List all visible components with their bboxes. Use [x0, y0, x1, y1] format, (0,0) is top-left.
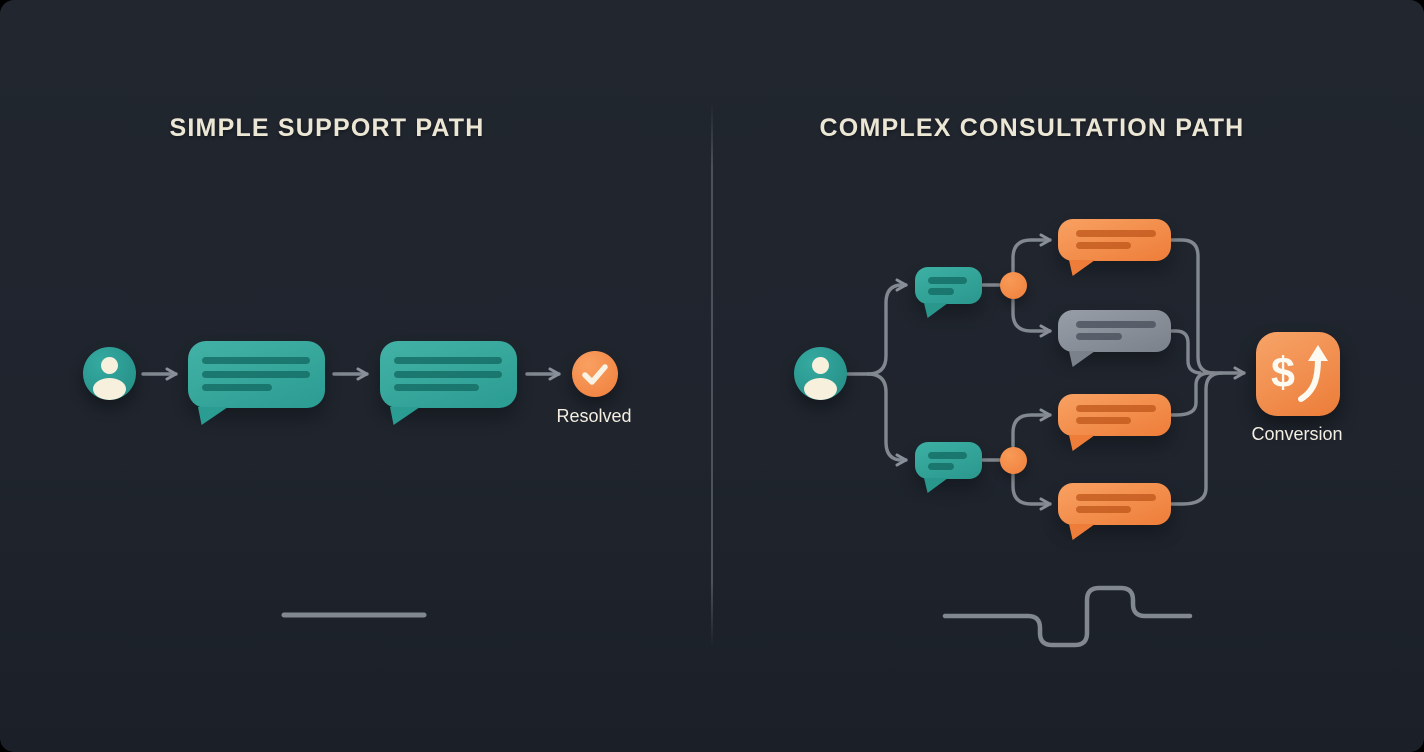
connector-arrow	[1011, 472, 1052, 511]
user-icon	[812, 357, 829, 374]
left-panel-title: SIMPLE SUPPORT PATH	[169, 114, 485, 142]
user-avatar	[83, 347, 136, 400]
check-icon	[582, 364, 608, 385]
dollar-sign: $	[1271, 349, 1295, 397]
text-line	[394, 384, 479, 391]
text-line	[394, 357, 502, 364]
user-avatar	[794, 347, 847, 400]
text-line	[202, 384, 272, 391]
connector-arrow	[1011, 408, 1052, 448]
text-line	[928, 277, 967, 284]
connector-arrow	[1011, 233, 1052, 274]
conversion-badge: $	[1256, 332, 1340, 416]
right-flow-connectors	[845, 233, 1246, 511]
connector-arrow	[866, 372, 908, 467]
text-line	[1076, 494, 1156, 501]
text-line	[1076, 506, 1131, 513]
growth-arrow-icon	[1298, 345, 1328, 402]
text-line	[1076, 242, 1131, 249]
connector-arrow	[1011, 298, 1052, 338]
panel-divider	[711, 103, 713, 647]
connector	[1168, 238, 1216, 375]
text-line	[928, 463, 954, 470]
right-panel-title: COMPLEX CONSULTATION PATH	[819, 114, 1245, 142]
chat-bubble-gray	[1058, 310, 1171, 367]
connector	[1170, 329, 1202, 375]
chat-bubble-orange	[1058, 394, 1171, 451]
decision-dot	[1000, 447, 1027, 474]
user-icon-body	[93, 378, 126, 400]
text-line	[1076, 417, 1131, 424]
resolved-label: Resolved	[556, 406, 632, 426]
step-pulse-glyph	[942, 585, 1193, 648]
text-line	[394, 371, 502, 378]
chat-bubble	[380, 341, 517, 425]
text-line	[1076, 405, 1156, 412]
text-line	[928, 288, 954, 295]
text-line	[1076, 333, 1122, 340]
text-line	[202, 357, 310, 364]
text-line	[928, 452, 967, 459]
decision-dot	[1000, 272, 1027, 299]
user-icon-body	[804, 378, 837, 400]
chat-bubble-small	[915, 267, 982, 318]
connector-arrow	[866, 278, 908, 376]
chat-bubble-small	[915, 442, 982, 493]
chat-bubble-orange	[1058, 219, 1171, 276]
footer-glyphs	[281, 585, 1193, 648]
chat-bubble	[188, 341, 325, 425]
text-line	[202, 371, 310, 378]
chat-bubble-orange	[1058, 483, 1171, 540]
text-line	[1076, 230, 1156, 237]
resolved-badge	[572, 351, 618, 397]
connector	[1170, 371, 1210, 417]
text-line	[1076, 321, 1156, 328]
conversion-label: Conversion	[1251, 424, 1343, 444]
user-icon	[101, 357, 118, 374]
connector	[1168, 371, 1224, 506]
